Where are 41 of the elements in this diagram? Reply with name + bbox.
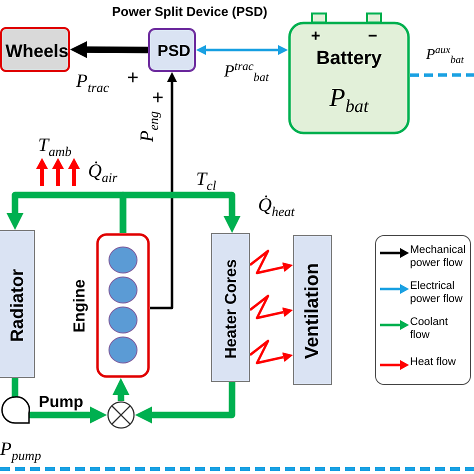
edge-label: P$_{trac}$	[76, 72, 110, 94]
component-label: Radiator	[7, 268, 28, 342]
component-label: Battery	[316, 48, 382, 70]
math-label: T$_{amb}$	[38, 136, 72, 158]
math-label: P$_{bat}$	[329, 82, 369, 118]
component-label: PSD	[158, 43, 190, 61]
component-label: Engine	[72, 278, 90, 332]
pipe	[12, 378, 18, 397]
component-label: Wheels	[5, 41, 69, 62]
arrow	[120, 192, 241, 233]
heater-cores-box	[211, 233, 250, 382]
arrow	[28, 406, 107, 424]
arrow	[249, 340, 293, 364]
component-caption: Power Split Device (PSD)	[112, 5, 268, 18]
arrow	[150, 72, 177, 310]
dashed-line	[410, 73, 474, 77]
legend-text: Electrical power flow	[410, 280, 464, 306]
sign-label: +	[152, 88, 164, 108]
legend-text: Heat flow	[410, 356, 457, 369]
psd-box	[148, 28, 196, 72]
arrow	[135, 382, 236, 424]
arrow	[196, 45, 288, 56]
math-label: P$_{pump}$	[0, 440, 42, 462]
arrow	[112, 378, 130, 402]
radiator-box	[0, 230, 35, 378]
legend-text: Mechanical power flow	[410, 244, 467, 270]
component-label: Pump	[38, 394, 84, 412]
math-label: Q̇$_{heat}$	[258, 196, 295, 218]
math-label: Q̇$_{air}$	[88, 162, 118, 184]
edge-label: T$_{cl}$	[196, 170, 216, 192]
sign-label: −	[368, 29, 378, 45]
wheels-box	[0, 27, 70, 72]
component-label: Heater Cores	[222, 258, 240, 358]
arrow	[249, 250, 293, 274]
component-label: Ventilation	[302, 262, 324, 360]
sign-label: +	[127, 68, 139, 88]
ventilation-box	[293, 235, 332, 385]
legend-text: Coolant flow	[410, 316, 449, 342]
arrow	[249, 294, 293, 320]
sign-label: +	[311, 29, 320, 45]
arrow	[70, 41, 148, 58]
